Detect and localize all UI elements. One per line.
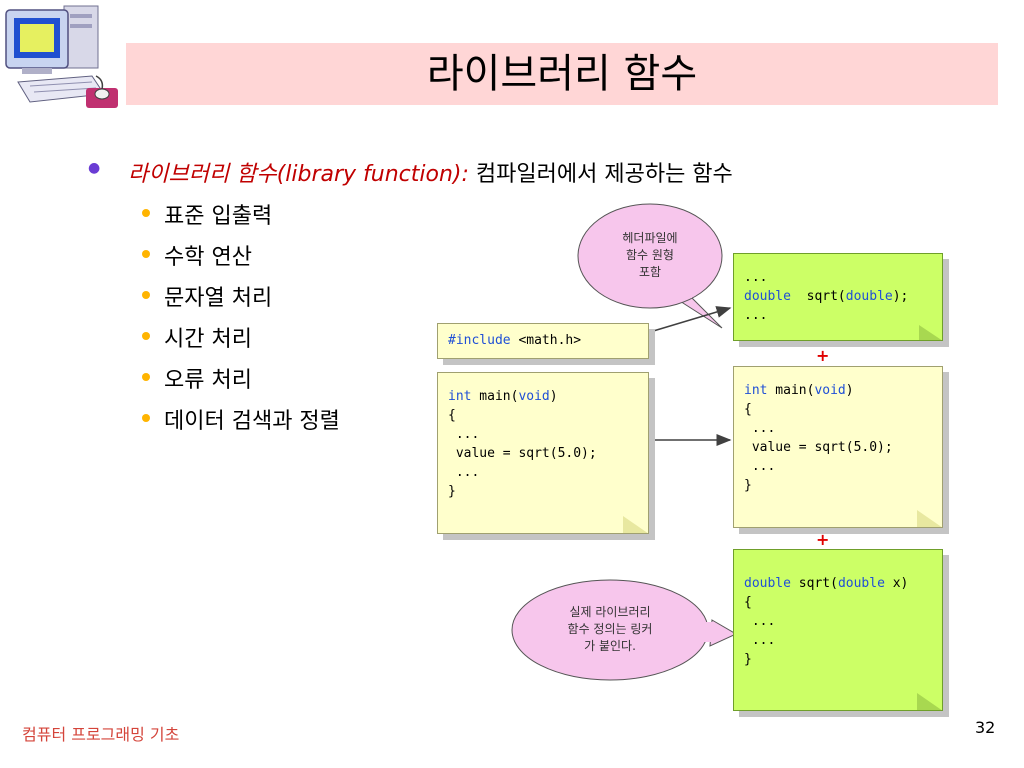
code-text: ) bbox=[549, 389, 558, 404]
code-keyword: double bbox=[845, 289, 893, 304]
code-line: } bbox=[744, 478, 752, 493]
code-text: ) bbox=[845, 383, 854, 398]
list-item-label: 시간 처리 bbox=[164, 327, 252, 352]
bubble-bottom-line2: 함수 정의는 링커 bbox=[567, 622, 653, 636]
code-line: ... bbox=[744, 633, 776, 648]
list-item: 수학 연산 bbox=[138, 239, 340, 280]
code-line: ... bbox=[744, 270, 768, 285]
code-text: main( bbox=[767, 383, 815, 398]
plus-sign: + bbox=[816, 530, 830, 549]
list-item: 문자열 처리 bbox=[138, 280, 340, 321]
include-keyword: #include bbox=[448, 333, 511, 348]
bubble-top-line1: 헤더파일에 bbox=[622, 231, 678, 245]
main-bullet-icon: ● bbox=[88, 160, 101, 176]
page-fold-icon bbox=[917, 510, 942, 527]
prototype-note: ... double sqrt(double);... bbox=[733, 253, 943, 341]
code-keyword: void bbox=[814, 383, 846, 398]
term-english: (library function): bbox=[276, 162, 469, 187]
term-description: 컴파일러에서 제공하는 함수 bbox=[468, 162, 733, 187]
code-keyword: double bbox=[837, 576, 885, 591]
bullet-dot-icon bbox=[142, 414, 150, 422]
code-keyword: void bbox=[518, 389, 550, 404]
code-text: sqrt( bbox=[790, 289, 846, 304]
plus-sign: + bbox=[816, 346, 830, 365]
code-line: int main(void) bbox=[744, 381, 932, 400]
list-item: 오류 처리 bbox=[138, 362, 340, 403]
main-bullet-text: 라이브러리 함수(library function): 컴파일러에서 제공하는 … bbox=[128, 156, 733, 188]
code-line: { bbox=[744, 595, 752, 610]
arrow-include-to-proto bbox=[649, 306, 732, 333]
code-keyword: int bbox=[744, 383, 768, 398]
bullet-dot-icon bbox=[142, 209, 150, 217]
code-line: int main(void) bbox=[448, 387, 638, 406]
bubble-bottom-line1: 실제 라이브러리 bbox=[569, 605, 651, 619]
bullet-dot-icon bbox=[142, 373, 150, 381]
page-number: 32 bbox=[975, 718, 996, 737]
list-item-label: 오류 처리 bbox=[164, 368, 252, 393]
code-line: } bbox=[448, 484, 456, 499]
code-line: ... bbox=[448, 465, 480, 480]
footer-course-title: 컴퓨터 프로그래밍 기초 bbox=[22, 725, 180, 744]
computer-clipart-icon bbox=[5, 5, 118, 108]
code-line: ... bbox=[448, 427, 480, 442]
main-code-note-right: int main(void) { ... value = sqrt(5.0); .… bbox=[733, 366, 943, 528]
bubble-top-line2: 함수 원형 bbox=[626, 248, 674, 262]
include-note: #include <math.h> bbox=[437, 323, 649, 359]
code-keyword: int bbox=[448, 389, 472, 404]
list-item-label: 수학 연산 bbox=[164, 245, 252, 270]
code-text: ); bbox=[892, 289, 909, 304]
code-line: { bbox=[448, 408, 456, 423]
code-line: ... bbox=[744, 421, 776, 436]
code-text: sqrt( bbox=[790, 576, 838, 591]
include-header: <math.h> bbox=[510, 333, 582, 348]
code-line: double sqrt(double); bbox=[744, 287, 932, 306]
code-line: { bbox=[744, 402, 752, 417]
page-fold-icon bbox=[917, 693, 942, 710]
code-text: x) bbox=[884, 576, 909, 591]
list-item-label: 문자열 처리 bbox=[164, 286, 273, 311]
list-item: 데이터 검색과 정렬 bbox=[138, 403, 340, 444]
list-item: 표준 입출력 bbox=[138, 198, 340, 239]
bullet-dot-icon bbox=[142, 250, 150, 258]
title-bar bbox=[126, 43, 998, 105]
bubble-top-line3: 포함 bbox=[638, 265, 662, 279]
code-line: ... bbox=[744, 459, 776, 474]
bubble-bottom-text: 실제 라이브러리 함수 정의는 링커 가 붙인다. bbox=[530, 604, 690, 655]
page-fold-icon bbox=[623, 516, 648, 533]
code-line: ... bbox=[744, 614, 776, 629]
code-line: ... bbox=[744, 308, 768, 323]
list-item: 시간 처리 bbox=[138, 321, 340, 362]
main-code-note-left: int main(void) { ... value = sqrt(5.0); .… bbox=[437, 372, 649, 534]
bullet-dot-icon bbox=[142, 332, 150, 340]
bubble-bottom-line3: 가 붙인다. bbox=[584, 639, 636, 653]
code-line: double sqrt(double x) bbox=[744, 574, 932, 593]
slide-title: 라이브러리 함수 bbox=[426, 51, 698, 97]
term-label: 라이브러리 함수 bbox=[128, 162, 277, 187]
page-fold-icon bbox=[919, 325, 942, 340]
bubble-top-text: 헤더파일에 함수 원형 포함 bbox=[590, 230, 710, 281]
sub-bullet-list: 표준 입출력 수학 연산 문자열 처리 시간 처리 오류 처리 데이터 검색과 … bbox=[138, 198, 340, 444]
bullet-dot-icon bbox=[142, 291, 150, 299]
bubble-bottom-shape bbox=[511, 579, 738, 681]
code-line: value = sqrt(5.0); bbox=[448, 446, 597, 461]
code-line: } bbox=[744, 652, 752, 667]
code-keyword: double bbox=[744, 576, 791, 591]
bubble-top-shape bbox=[577, 203, 723, 329]
code-line: value = sqrt(5.0); bbox=[744, 440, 893, 455]
list-item-label: 표준 입출력 bbox=[164, 204, 273, 229]
definition-note: double sqrt(double x) { ... ...} bbox=[733, 549, 943, 711]
code-text: main( bbox=[471, 389, 519, 404]
list-item-label: 데이터 검색과 정렬 bbox=[164, 409, 340, 434]
code-keyword: double bbox=[744, 289, 791, 304]
